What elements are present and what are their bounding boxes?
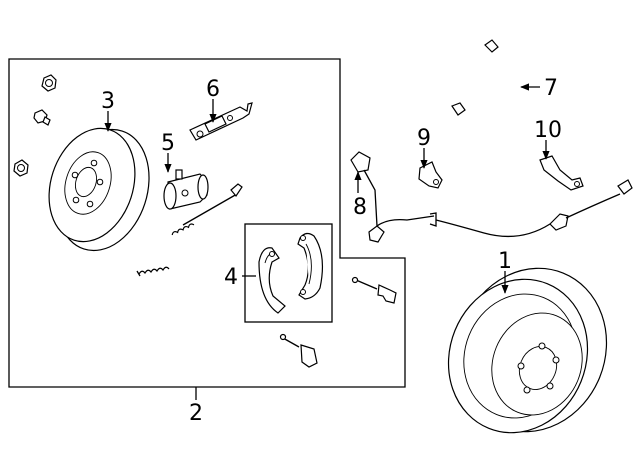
callout-7: 7 bbox=[544, 76, 558, 101]
callout-4: 4 bbox=[224, 265, 238, 290]
callout-10: 10 bbox=[534, 118, 562, 143]
drum-part-3 bbox=[48, 127, 150, 252]
adjuster-part-6 bbox=[189, 102, 253, 141]
brake-hose-part-7 bbox=[451, 39, 520, 125]
shoe-kit-box bbox=[244, 223, 333, 323]
spring-short bbox=[136, 266, 170, 277]
abs-sensor-part-8 bbox=[350, 151, 633, 243]
lug-nut-lower bbox=[13, 159, 29, 177]
callout-8: 8 bbox=[353, 195, 367, 220]
brake-shoe-left bbox=[258, 247, 286, 314]
bracket-part-9 bbox=[418, 161, 443, 189]
hold-down-pin-upper bbox=[351, 276, 397, 304]
lug-nut-top bbox=[41, 74, 57, 92]
brake-drum-part-1 bbox=[447, 267, 608, 434]
wheel-cylinder-part-5 bbox=[163, 169, 209, 210]
assembly-outline bbox=[8, 58, 406, 388]
callout-3: 3 bbox=[101, 89, 115, 114]
brake-shoe-right bbox=[297, 232, 324, 300]
hold-down-pin-lower bbox=[279, 333, 318, 368]
bolt-left bbox=[33, 109, 51, 126]
callout-1: 1 bbox=[498, 249, 512, 274]
spring-long bbox=[171, 183, 243, 236]
bracket-part-10 bbox=[539, 155, 584, 191]
callout-6: 6 bbox=[206, 77, 220, 102]
callout-5: 5 bbox=[161, 131, 175, 156]
callout-2: 2 bbox=[189, 401, 203, 426]
callout-9: 9 bbox=[417, 126, 431, 151]
